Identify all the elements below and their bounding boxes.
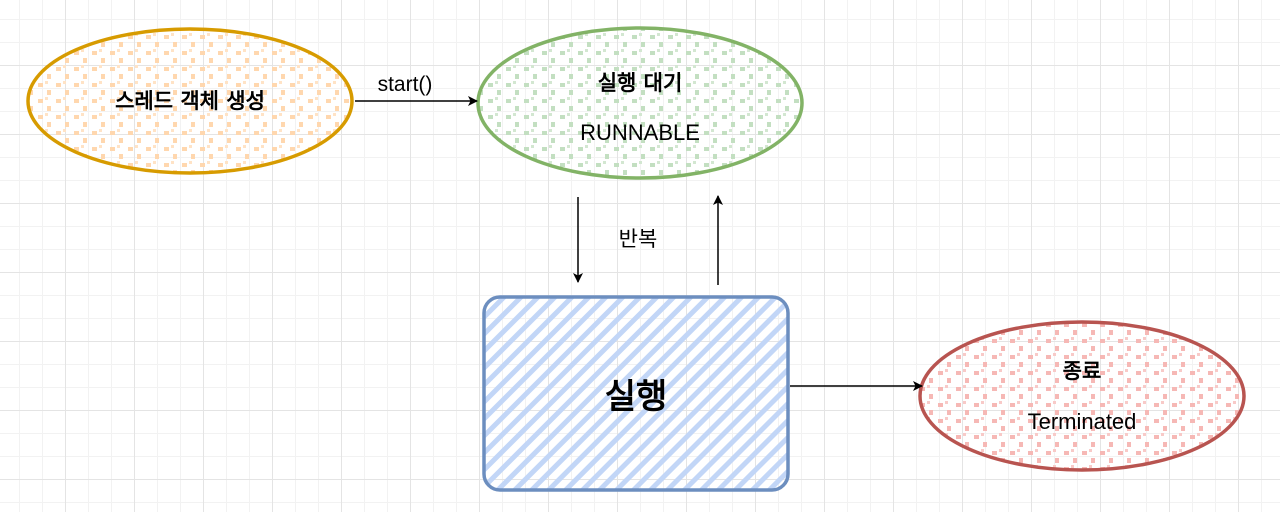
node-runnable-label: 실행 대기 [598,71,683,95]
edge-start-label: start() [378,73,433,96]
node-runnable-shape [476,26,804,180]
node-running: 실행 [482,295,790,492]
node-terminated-shape [918,320,1246,472]
node-create-thread: 스레드 객체 생성 [26,27,354,175]
node-running-label: 실행 [605,377,668,417]
node-terminated: 종료 Terminated [918,320,1246,472]
node-terminated-label: 종료 [1063,359,1102,383]
node-runnable-sublabel: RUNNABLE [580,120,700,145]
edge-start: start() [355,73,478,106]
node-running-shape [482,295,790,492]
edge-repeat-label: 반복 [619,228,658,251]
node-create-thread-label: 스레드 객체 생성 [115,89,265,113]
node-runnable: 실행 대기 RUNNABLE [476,26,804,180]
node-create-thread-shape [26,27,354,175]
node-terminated-sublabel: Terminated [1028,409,1137,434]
